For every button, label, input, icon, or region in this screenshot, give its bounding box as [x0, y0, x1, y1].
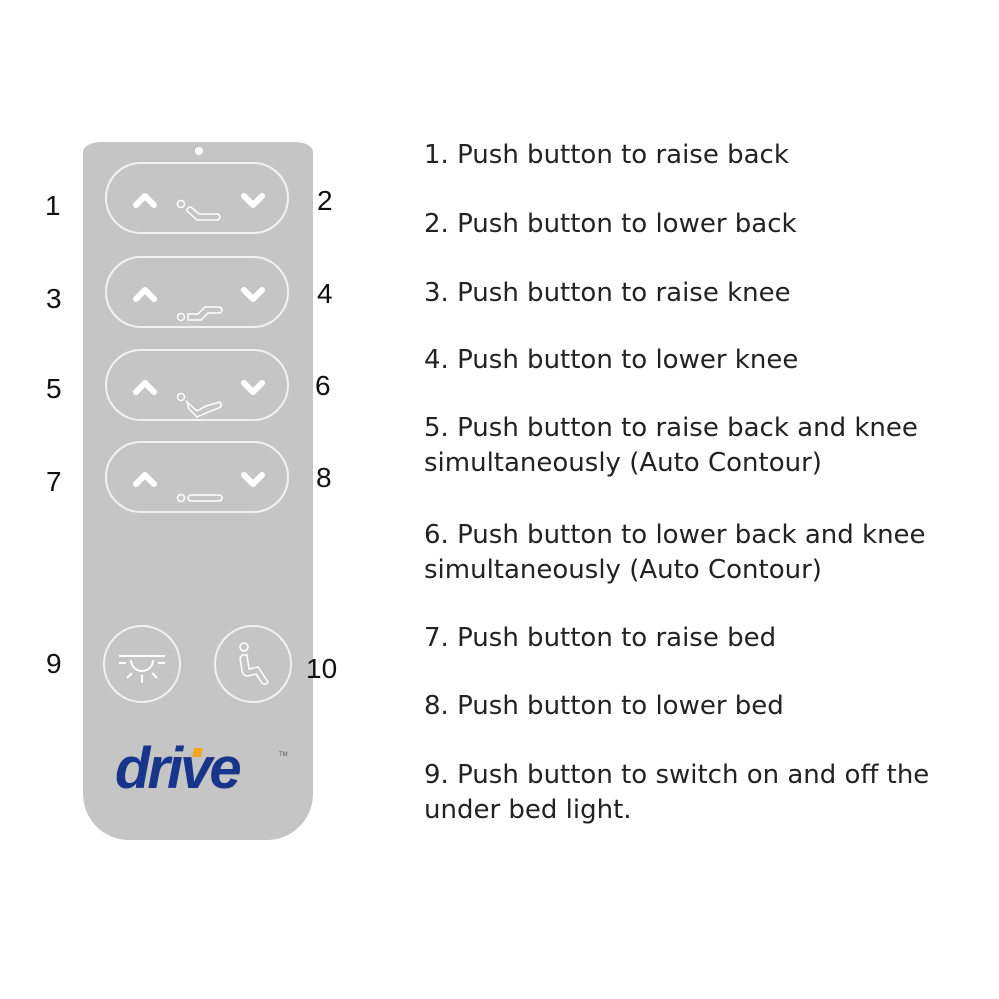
instruction-6: 6. Push button to lower back and knee sim…: [424, 518, 926, 588]
instruction-3: 3. Push button to raise knee: [424, 276, 791, 311]
back-rocker-button[interactable]: [105, 162, 289, 234]
back-raise-icon: [133, 193, 265, 221]
instruction-line: 7. Push button to raise bed: [424, 623, 777, 653]
instruction-7: 7. Push button to raise bed: [424, 621, 776, 656]
instruction-line: under bed light.: [424, 795, 632, 825]
instruction-line: simultaneously (Auto Contour): [424, 448, 822, 478]
knee-rocker-button[interactable]: [105, 256, 289, 328]
under-bed-light-button[interactable]: [103, 625, 181, 703]
instruction-4: 4. Push button to lower knee: [424, 343, 798, 378]
callout-7: 7: [46, 466, 62, 497]
callout-2: 2: [317, 185, 333, 216]
callout-4: 4: [317, 278, 333, 309]
instruction-line: 4. Push button to lower knee: [424, 345, 799, 375]
hand-control-remote: drive TM: [83, 142, 313, 840]
instruction-line: 1. Push button to raise back: [424, 140, 789, 170]
instruction-line: simultaneously (Auto Contour): [424, 555, 822, 585]
seated-position-button[interactable]: [214, 625, 292, 703]
instruction-1: 1. Push button to raise back: [424, 138, 789, 173]
instruction-line: 8. Push button to lower bed: [424, 691, 784, 721]
under-bed-light-icon: [119, 655, 165, 683]
callout-8: 8: [316, 462, 332, 493]
instruction-8: 8. Push button to lower bed: [424, 689, 784, 724]
instruction-line: 3. Push button to raise knee: [424, 278, 791, 308]
indicator-led: [195, 147, 203, 155]
svg-text:drive: drive: [115, 736, 240, 801]
auto-contour-rocker-button[interactable]: [105, 349, 289, 421]
callout-9: 9: [46, 648, 62, 679]
callout-6: 6: [315, 370, 331, 401]
callout-1: 1: [45, 190, 61, 221]
instruction-line: 6. Push button to lower back and knee: [424, 520, 926, 550]
instruction-5: 5. Push button to raise back and knee sim…: [424, 411, 918, 481]
instruction-line: 2. Push button to lower back: [424, 209, 797, 239]
instruction-line: 9. Push button to switch on and off the: [424, 760, 930, 790]
instruction-2: 2. Push button to lower back: [424, 207, 797, 242]
bed-flat-icon: [133, 472, 265, 503]
instruction-9: 9. Push button to switch on and off the u…: [424, 758, 929, 828]
auto-contour-icon: [133, 380, 265, 418]
svg-text:TM: TM: [279, 752, 288, 758]
callout-3: 3: [46, 283, 62, 314]
callout-5: 5: [46, 373, 62, 404]
knee-raise-icon: [133, 287, 265, 322]
instruction-line: 5. Push button to raise back and knee: [424, 413, 918, 443]
seated-person-icon: [239, 642, 269, 686]
bed-height-rocker-button[interactable]: [105, 441, 289, 513]
callout-10: 10: [306, 653, 338, 684]
drive-logo: drive TM: [115, 736, 288, 801]
